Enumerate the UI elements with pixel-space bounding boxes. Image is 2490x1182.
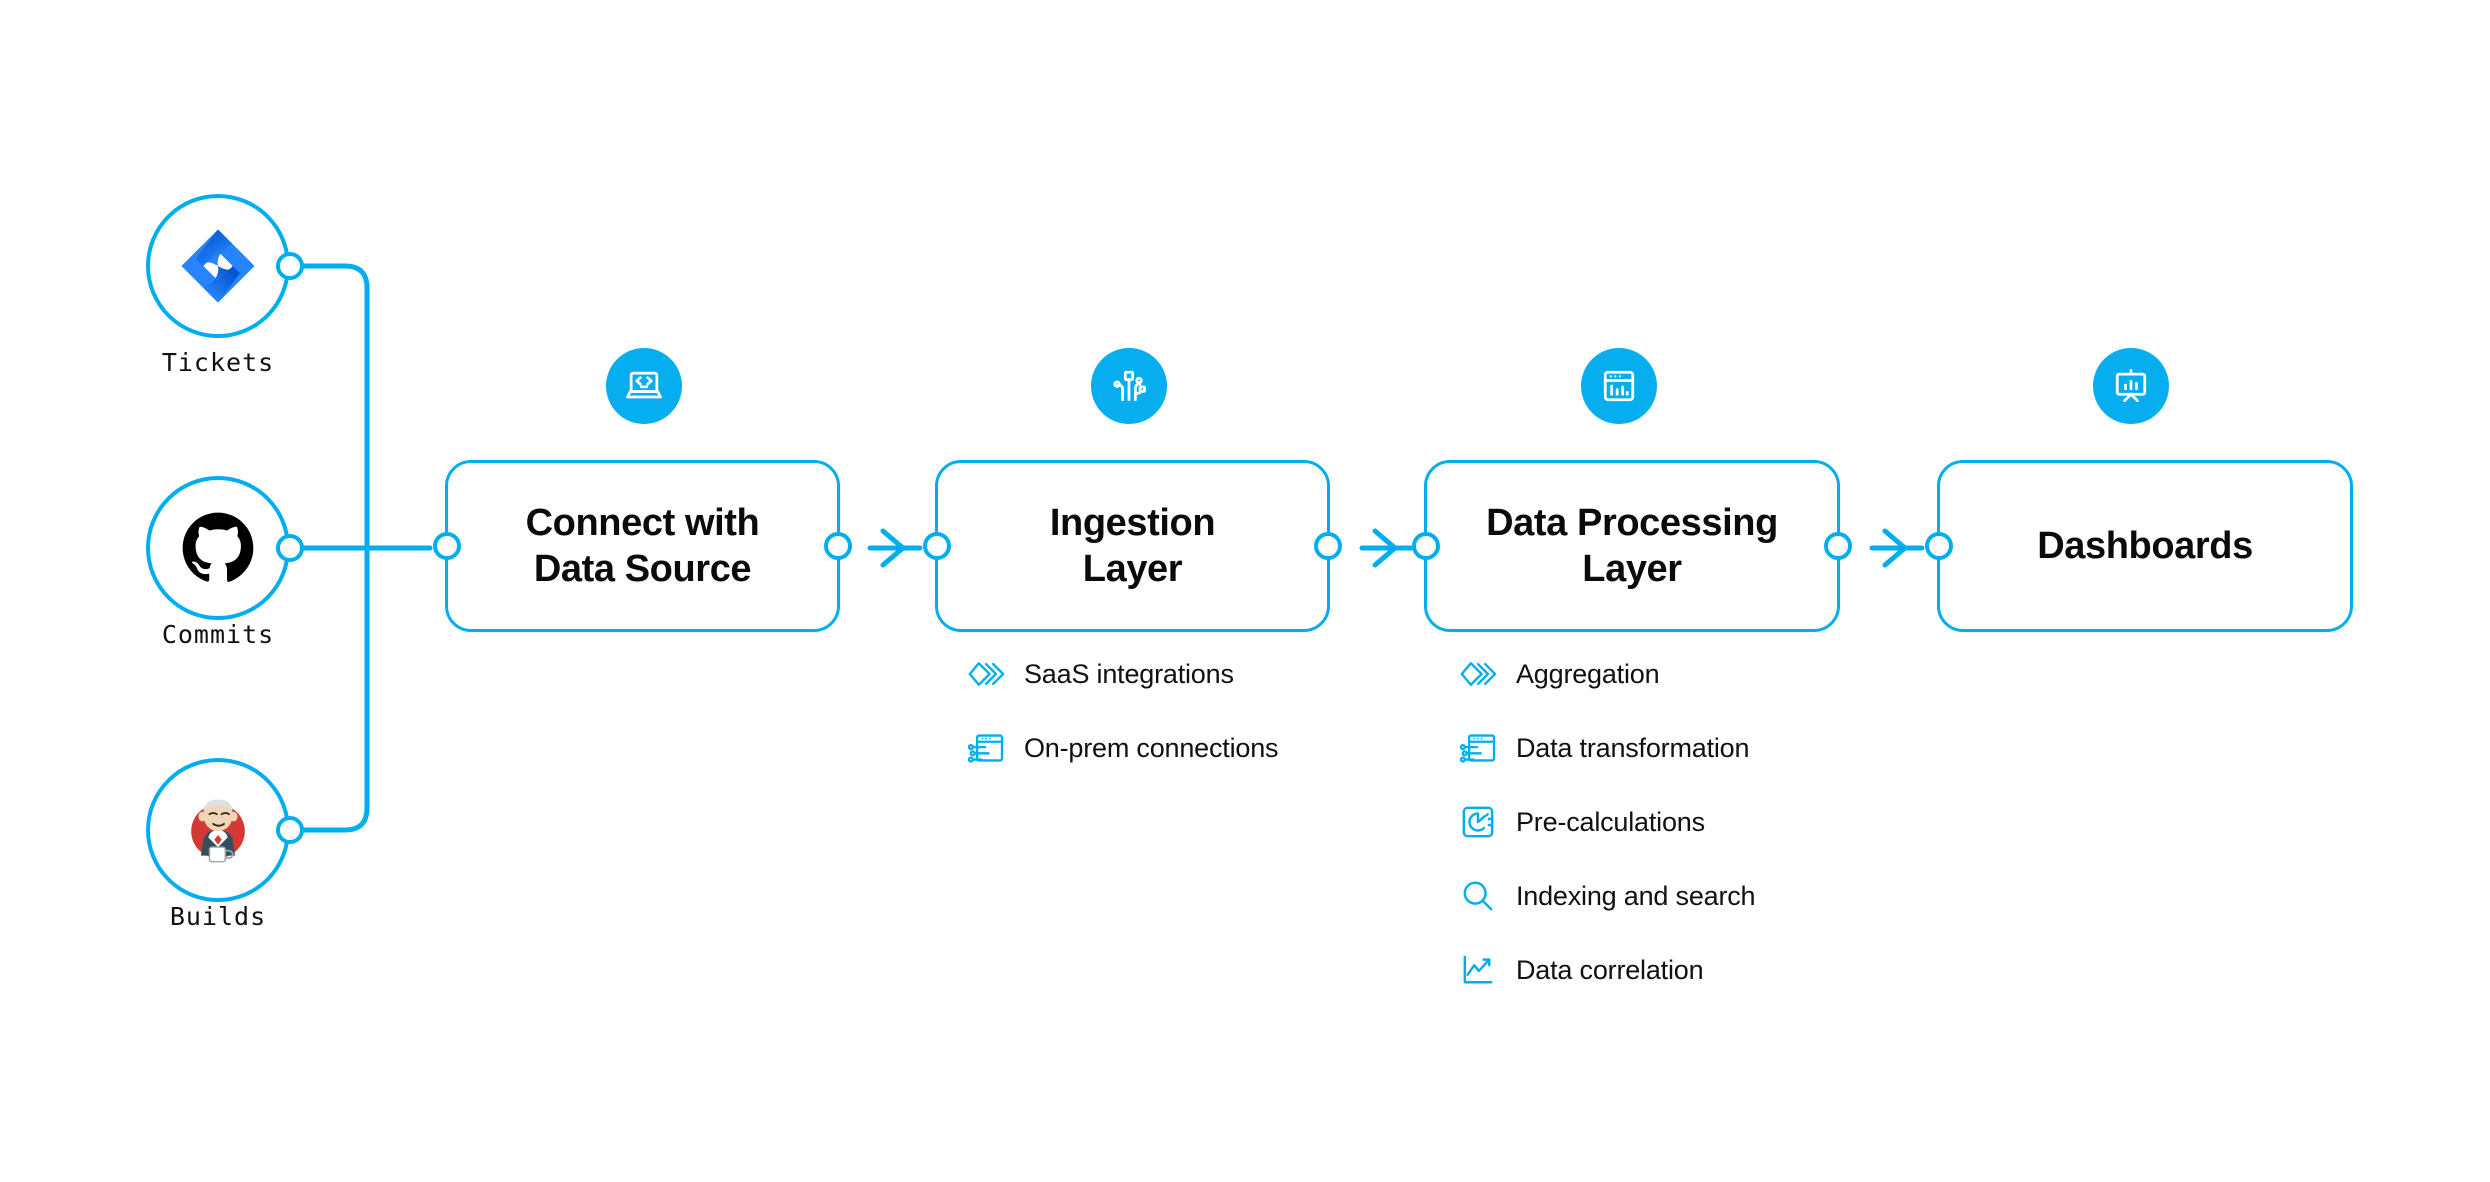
tickets-ring <box>146 194 290 338</box>
stage-box-processing[interactable]: Data Processing Layer <box>1412 460 1852 632</box>
feature-label: On-prem connections <box>1024 732 1279 763</box>
dashboards-port-left <box>1925 532 1953 560</box>
laptop-code-icon <box>626 371 662 399</box>
circuit-nodes-icon <box>1113 370 1146 402</box>
tickets-port <box>276 252 304 280</box>
feature-item: SaaS integrations <box>968 650 1278 698</box>
feature-list-processing: Aggregation Data transformation <box>1460 650 1756 1020</box>
badge-ingestion <box>1091 348 1167 424</box>
feature-label: Aggregation <box>1516 658 1660 689</box>
wire-tickets-to-bus <box>287 263 370 549</box>
source-node-builds[interactable] <box>146 758 304 902</box>
connect-port-left <box>433 532 461 560</box>
server-window-icon <box>968 730 1004 766</box>
feature-label: Indexing and search <box>1516 880 1756 911</box>
arrowhead-2 <box>1372 528 1398 568</box>
stage-title-dashboards: Dashboards <box>2037 524 2253 567</box>
feature-label: Data correlation <box>1516 954 1704 985</box>
source-label-tickets: Tickets <box>161 348 275 377</box>
server-window-icon <box>1460 730 1496 766</box>
jira-icon <box>181 229 255 303</box>
feature-item: Data transformation <box>1460 724 1755 772</box>
arrowhead-3 <box>1882 528 1908 568</box>
window-barchart-icon <box>1603 370 1635 402</box>
connect-port-right <box>824 532 852 560</box>
arrowhead-1 <box>880 528 906 568</box>
presentation-chart-icon <box>2115 369 2147 403</box>
source-node-tickets[interactable] <box>146 194 304 338</box>
ingestion-port-left <box>923 532 951 560</box>
feature-item: Indexing and search <box>1460 872 1756 920</box>
badge-connect <box>606 348 682 424</box>
stage-box-connect[interactable]: Connect with Data Source <box>433 460 852 632</box>
commits-port <box>276 534 304 562</box>
ingestion-port-right <box>1314 532 1342 560</box>
stage-box-dashboards[interactable]: Dashboards <box>1925 460 2353 632</box>
source-label-commits: Commits <box>161 620 275 649</box>
builds-ring <box>146 758 290 902</box>
github-icon <box>182 512 254 582</box>
builds-port <box>276 816 304 844</box>
chevrons-stack-icon <box>1460 656 1496 692</box>
badge-dashboards <box>2093 348 2169 424</box>
feature-item: On-prem connections <box>968 724 1279 772</box>
stage-box-ingestion[interactable]: Ingestion Layer <box>923 460 1342 632</box>
feature-list-ingestion: SaaS integrations On-prem connections <box>968 650 1279 798</box>
source-label-builds: Builds <box>169 902 267 931</box>
commits-ring <box>146 476 290 620</box>
feature-item: Aggregation <box>1460 650 1755 698</box>
processing-port-right <box>1824 532 1852 560</box>
processing-port-left <box>1412 532 1440 560</box>
source-node-commits[interactable] <box>146 476 304 620</box>
magnifier-icon <box>1460 878 1496 914</box>
feature-item: Data correlation <box>1460 946 1755 994</box>
feature-item: Pre-calculations <box>1460 798 1755 846</box>
stage-title-ingestion: Ingestion Layer <box>1049 501 1216 590</box>
stage-title-processing: Data Processing Layer <box>1486 501 1778 590</box>
badge-processing <box>1581 348 1657 424</box>
stage-title-connect: Connect with Data Source <box>525 501 760 590</box>
feature-label: Pre-calculations <box>1516 806 1705 837</box>
chevrons-stack-icon <box>968 656 1004 692</box>
gauge-square-icon <box>1460 804 1496 840</box>
feature-label: Data transformation <box>1516 732 1750 763</box>
line-chart-icon <box>1460 952 1496 988</box>
wire-builds-to-bus <box>287 559 370 833</box>
jenkins-icon <box>191 799 245 863</box>
feature-label: SaaS integrations <box>1024 658 1234 689</box>
